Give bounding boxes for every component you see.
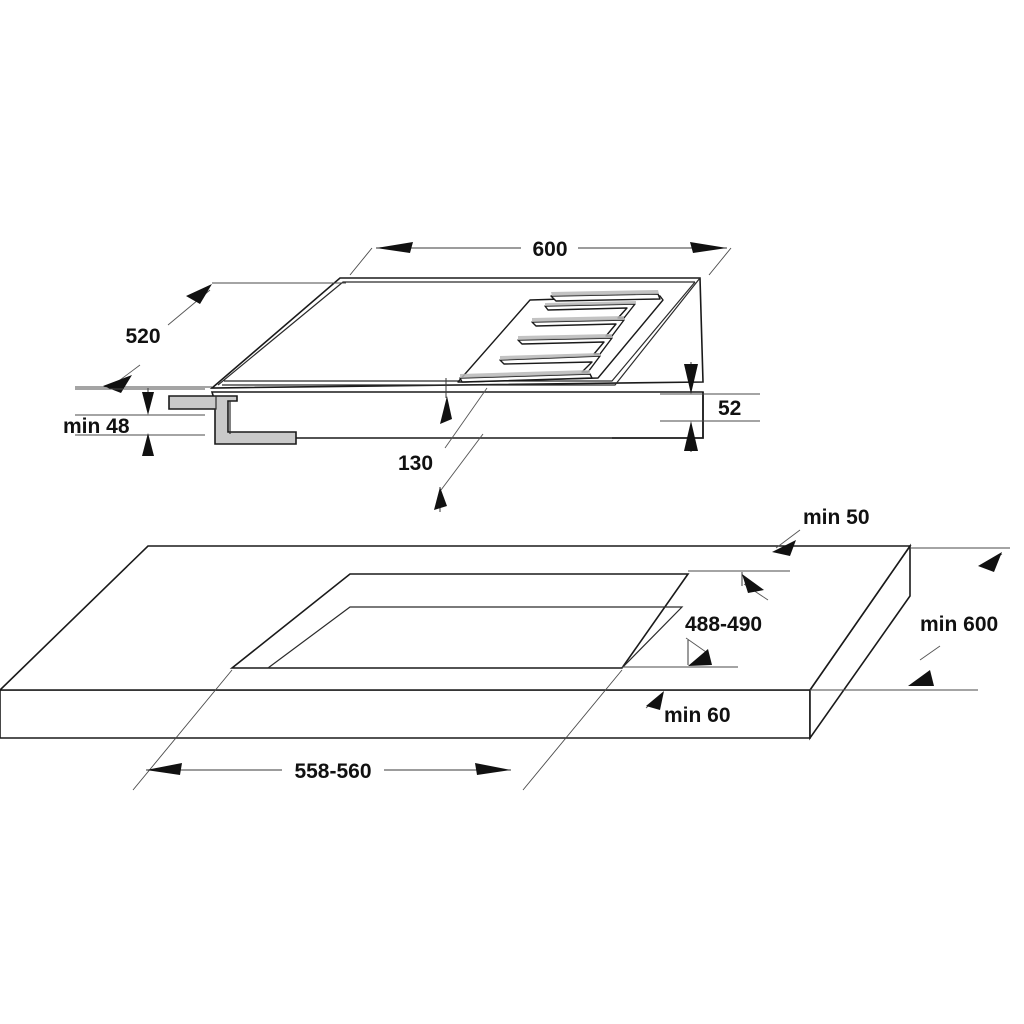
leader-488-lower: [685, 637, 707, 653]
arrow-558-right: [475, 763, 511, 775]
arrow-600w-lower: [908, 670, 934, 686]
grate-bar-2-shade: [545, 301, 636, 306]
grate-front-rail: [459, 373, 593, 383]
dimension-label-488-490: 488-490: [685, 613, 762, 636]
arrow-min-60: [646, 691, 664, 710]
mounting-bracket-clamp: [168, 395, 297, 445]
dimension-558-560: 558-560: [132, 669, 623, 791]
hob-body-side: [210, 391, 704, 439]
dimension-label-min-50: min 50: [803, 506, 870, 529]
grate-bar-3-shade: [532, 316, 624, 322]
dimension-52: 52: [660, 362, 760, 452]
arrow-558-left: [146, 763, 182, 775]
arrow-488-lower: [688, 649, 712, 666]
dimension-label-min-48: min 48: [63, 415, 130, 438]
dimension-label-520: 520: [125, 325, 160, 348]
grate-front-rail-shade: [460, 370, 590, 378]
worktop-cutout: [229, 573, 690, 669]
dimension-488-490: 488-490: [622, 570, 790, 668]
leader-130-lower: [440, 433, 484, 491]
grate-bar-4-shade: [518, 334, 612, 340]
hob-glass-right-bevel-inner: [224, 281, 696, 382]
dimension-min-50: min 50: [772, 506, 870, 556]
worktop-view: min 50 488-490 min 60: [0, 506, 1010, 791]
ext-line-558-right: [522, 669, 623, 791]
arrow-52-bottom: [684, 421, 698, 451]
dimension-130: 130: [398, 378, 488, 512]
dimension-label-130: 130: [398, 452, 433, 475]
worktop-cutout-inner-edge: [267, 606, 684, 669]
ext-line-600-right: [708, 247, 732, 276]
arrow-48-bottom: [142, 433, 154, 456]
arrow-520-upper: [186, 284, 212, 304]
hob-glass-right-bevel: [222, 277, 701, 386]
dimension-label-min-60: min 60: [664, 704, 731, 727]
hob-glass-bevel: [217, 281, 695, 386]
dimension-min-60: min 60: [645, 691, 731, 727]
arrow-52-top: [684, 364, 698, 394]
grate-bar-1-shade: [551, 290, 659, 296]
hob-underside-lip: [212, 396, 217, 410]
leader-130-upper: [444, 387, 488, 449]
dimension-min-600: min 600: [810, 547, 1010, 691]
arrow-488-upper: [742, 574, 764, 593]
leader-600w-lower: [919, 645, 941, 661]
dimension-label-min-600: min 600: [920, 613, 998, 636]
dimension-520: 520: [75, 282, 346, 393]
dimension-label-600: 600: [532, 238, 567, 261]
bracket-profile: [168, 395, 297, 445]
ext-line-600-left: [349, 247, 373, 276]
arrow-130-lower: [434, 487, 447, 510]
arrow-600-left: [376, 242, 413, 253]
arrow-600w-upper: [978, 552, 1002, 572]
leader-min-50: [775, 529, 801, 549]
arrow-130-upper: [440, 396, 452, 424]
dimension-600: 600: [349, 238, 732, 276]
arrow-520-lower: [103, 375, 132, 393]
grate-bar-5-shade: [500, 353, 600, 360]
dimension-label-558-560: 558-560: [294, 760, 371, 783]
arrow-600-right: [690, 242, 727, 253]
arrow-min-50: [772, 540, 796, 556]
dimension-label-52: 52: [718, 397, 741, 420]
arrow-48-top: [142, 392, 154, 415]
hob-appliance-view: 600 520 min 48: [63, 238, 760, 512]
hob-body-right-corner: [612, 392, 704, 439]
dimension-min-48: min 48: [63, 388, 205, 456]
pan-support-grate: [457, 290, 664, 383]
